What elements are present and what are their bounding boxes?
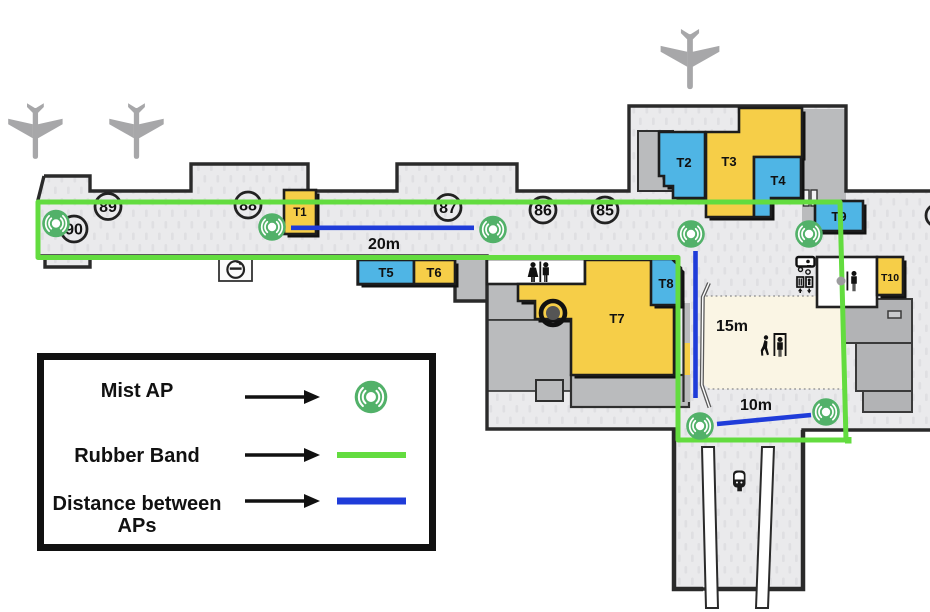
- svg-text:T7: T7: [609, 311, 624, 326]
- svg-text:10m: 10m: [740, 397, 772, 414]
- svg-text:T5: T5: [378, 265, 393, 280]
- svg-text:T4: T4: [770, 173, 786, 188]
- svg-text:T2: T2: [676, 155, 691, 170]
- svg-text:Rubber Band: Rubber Band: [74, 445, 200, 467]
- svg-text:T10: T10: [881, 272, 899, 284]
- svg-text:85: 85: [596, 203, 614, 220]
- svg-text:Distance between: Distance between: [53, 493, 222, 515]
- svg-text:20m: 20m: [368, 236, 400, 253]
- svg-text:86: 86: [534, 203, 552, 220]
- svg-text:T3: T3: [721, 154, 736, 169]
- svg-text:T1: T1: [293, 207, 307, 219]
- svg-text:T8: T8: [658, 276, 673, 291]
- svg-text:APs: APs: [118, 515, 157, 537]
- svg-text:15m: 15m: [716, 318, 748, 335]
- svg-text:Mist AP: Mist AP: [101, 380, 174, 402]
- svg-text:T6: T6: [426, 265, 441, 280]
